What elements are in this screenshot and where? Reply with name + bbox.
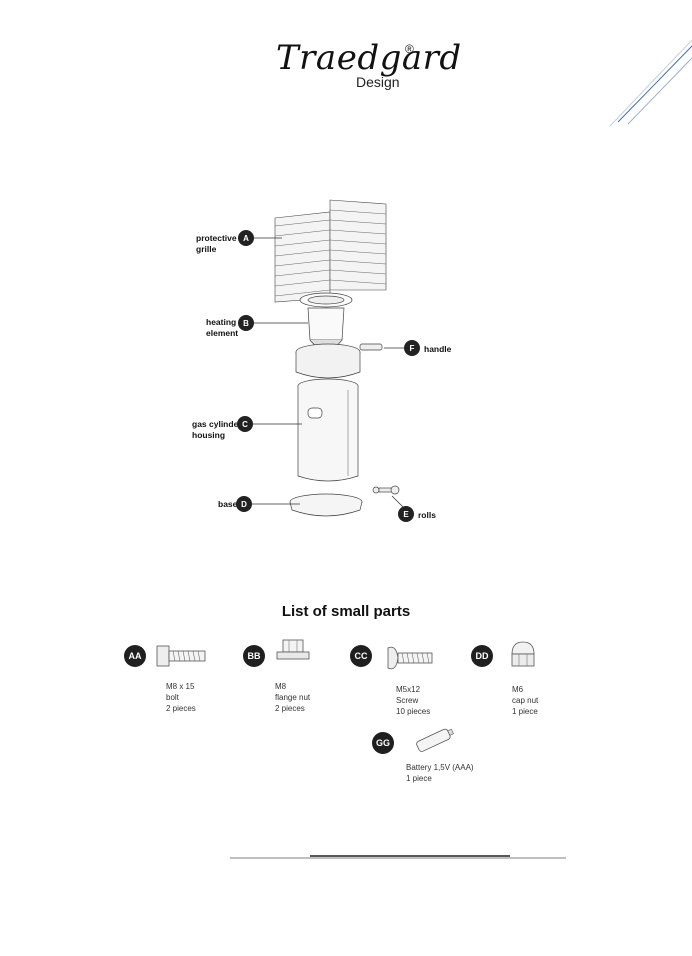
label-protective-grille: protective grille bbox=[196, 233, 237, 254]
badge-dd: DD bbox=[471, 645, 493, 667]
badge-e: E bbox=[398, 506, 414, 522]
label-gas-cylinder-housing: gas cylinder housing bbox=[192, 419, 242, 440]
brand-sub: Design bbox=[356, 74, 400, 90]
label-base: base bbox=[218, 499, 238, 509]
handle-part bbox=[359, 343, 383, 351]
label-rolls: rolls bbox=[418, 510, 436, 520]
registered-mark: ® bbox=[405, 42, 414, 56]
label-bb: M8 flange nut 2 pieces bbox=[275, 682, 311, 713]
label-handle: handle bbox=[424, 344, 452, 354]
battery-icon bbox=[416, 728, 454, 752]
cap-nut-icon bbox=[511, 641, 535, 667]
label-dd: M6 cap nut 1 piece bbox=[512, 685, 539, 716]
small-parts-title: List of small parts bbox=[281, 603, 411, 620]
badge-c: C bbox=[237, 416, 253, 432]
badge-b: B bbox=[238, 315, 254, 331]
gas-cylinder-housing bbox=[297, 378, 359, 482]
footer-rule bbox=[230, 855, 566, 859]
label-heating-element: heating element bbox=[206, 317, 239, 338]
badge-d: D bbox=[236, 496, 252, 512]
base-part bbox=[289, 493, 363, 517]
badge-cc: CC bbox=[350, 645, 372, 667]
bolt-icon bbox=[156, 645, 206, 667]
badge-aa: AA bbox=[124, 645, 146, 667]
badge-f: F bbox=[404, 340, 420, 356]
label-cc: M5x12 Screw 10 pieces bbox=[396, 685, 431, 716]
corner-decoration bbox=[609, 40, 692, 127]
heating-element bbox=[299, 292, 353, 351]
label-aa: M8 x 15 bolt 2 pieces bbox=[166, 682, 196, 713]
badge-a: A bbox=[238, 230, 254, 246]
rolls-part bbox=[372, 485, 400, 495]
screw-icon bbox=[387, 646, 433, 670]
exploded-diagram bbox=[274, 199, 400, 517]
brand-logo: Traedgard bbox=[276, 38, 462, 78]
head-ring bbox=[295, 343, 361, 379]
badge-bb: BB bbox=[243, 645, 265, 667]
flange-nut-icon bbox=[276, 639, 310, 660]
label-gg: Battery 1,5V (AAA) 1 piece bbox=[406, 763, 474, 783]
badge-gg: GG bbox=[372, 732, 394, 754]
callout-lines bbox=[252, 237, 405, 509]
protective-grille bbox=[274, 199, 387, 303]
